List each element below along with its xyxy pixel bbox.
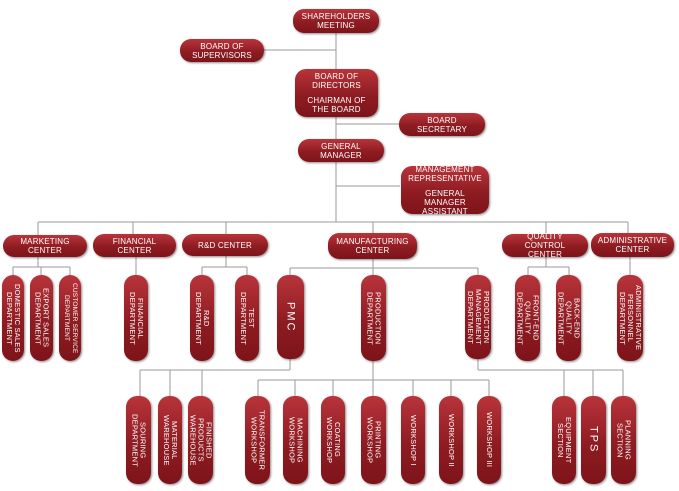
gm-assistant-label: GENERAL MANAGER ASSISTANT — [422, 188, 468, 216]
export-sales-department-label: EXPORT SALES DEPARTMENT — [33, 288, 51, 348]
planning-section-node: PLANNING SECTION — [611, 396, 636, 484]
material-warehouse-label: MATERIAL WAREHOUSE — [162, 414, 179, 466]
chairman-label: CHAIRMAN OF THE BOARD — [307, 96, 366, 114]
workshop-2-node: WORKSHOP II — [439, 396, 463, 484]
board-of-supervisors-node: BOARD OF SUPERVISORS — [180, 39, 264, 62]
rd-department-label: R&D DEPARTMENT — [194, 291, 211, 345]
production-management-department-label: PRODUCTION MANAGEMENT DEPARTMENT — [466, 289, 491, 345]
coating-workshop-node: COATING WORKSHOP — [321, 396, 345, 484]
finished-products-warehouse-label: FINISHED PRODUCTS WAREHOUSE — [188, 414, 214, 466]
workshop-3-node: WORKSHOP III — [477, 396, 501, 484]
administrative-personnel-department-label: ADMINISTRATIVE PERSONNEL DEPARTMENT — [618, 285, 643, 351]
machining-workshop-label: MACHINING WORKSHOP — [287, 416, 305, 464]
workshop-2-label: WORKSHOP II — [447, 413, 456, 467]
workshop-3-label: WORKSHOP III — [485, 412, 494, 468]
board-secretary-node: BOARD SECRETARY — [399, 113, 485, 136]
board-of-directors-label: BOARD OF DIRECTORS — [312, 72, 361, 90]
finished-products-warehouse-node: FINISHED PRODUCTS WAREHOUSE — [188, 396, 214, 484]
pmc-label: PMC — [284, 301, 297, 333]
financial-department-label: FINANCIAL DEPARTMENT — [128, 291, 145, 345]
domestic-sales-department-label: DOMESTIC SALES DEPARTMENT — [5, 283, 22, 353]
customer-service-department-label: CUSTOMER SERVICE DEPARTMENT — [63, 282, 78, 354]
workshop-1-label: WORKSHOP I — [409, 414, 418, 466]
rd-department-node: R&D DEPARTMENT — [190, 275, 214, 361]
general-manager-node: GENERAL MANAGER — [298, 139, 384, 162]
tps-node: TPS — [581, 396, 606, 484]
test-department-label: TEST DEPARTMENT — [239, 291, 256, 345]
management-representative-label: MANAGEMENT REPRESENTATIVE — [408, 164, 482, 183]
printing-workshop-label: PRINTING WORKSHOP — [365, 416, 383, 464]
tps-label: TPS — [587, 426, 600, 454]
production-department-node: PRODUCTION DEPARTMENT — [361, 275, 386, 361]
production-department-label: PRODUCTION DEPARTMENT — [365, 291, 383, 345]
back-end-quality-department-label: BACK-END QUALITY DEPARTMENT — [556, 291, 582, 345]
marketing-center-node: MARKETING CENTER — [3, 235, 87, 257]
shareholders-meeting-node: SHAREHOLDERS MEETING — [293, 9, 379, 33]
board-of-directors-node: BOARD OF DIRECTORS CHAIRMAN OF THE BOARD — [295, 69, 378, 117]
administrative-personnel-department-node: ADMINISTRATIVE PERSONNEL DEPARTMENT — [617, 275, 643, 361]
manufacturing-center-node: MANUFACTURING CENTER — [328, 233, 417, 259]
front-end-quality-department-label: FRONT-END QUALITY DEPARTMENT — [515, 291, 541, 345]
printing-workshop-node: PRINTING WORKSHOP — [361, 396, 386, 484]
souring-department-node: SOURING DEPARTMENT — [126, 396, 151, 484]
equipment-section-node: EQUIPMENT SECTION — [552, 396, 576, 484]
financial-department-node: FINANCIAL DEPARTMENT — [124, 275, 148, 361]
financial-center-node: FINANCIAL CENTER — [93, 234, 176, 257]
management-representative-node: MANAGEMENT REPRESENTATIVE GENERAL MANAGE… — [401, 164, 489, 216]
workshop-1-node: WORKSHOP I — [401, 396, 425, 484]
front-end-quality-department-node: FRONT-END QUALITY DEPARTMENT — [515, 275, 541, 361]
material-warehouse-node: MATERIAL WAREHOUSE — [158, 396, 182, 484]
customer-service-department-node: CUSTOMER SERVICE DEPARTMENT — [59, 275, 81, 361]
domestic-sales-department-node: DOMESTIC SALES DEPARTMENT — [2, 275, 24, 361]
equipment-section-label: EQUIPMENT SECTION — [556, 416, 573, 464]
transformer-workshop-node: TRANSFORMER WORKSHOP — [245, 396, 270, 484]
quality-control-center-node: QUALITY CONTROL CENTER — [502, 232, 588, 259]
pmc-node: PMC — [277, 275, 304, 359]
machining-workshop-node: MACHINING WORKSHOP — [283, 396, 308, 484]
coating-workshop-label: COATING WORKSHOP — [325, 416, 342, 464]
production-management-department-node: PRODUCTION MANAGEMENT DEPARTMENT — [465, 275, 491, 359]
planning-section-label: PLANNING SECTION — [615, 420, 633, 460]
administrative-center-node: ADMINISTRATIVE CENTER — [591, 233, 674, 257]
back-end-quality-department-node: BACK-END QUALITY DEPARTMENT — [556, 275, 582, 361]
export-sales-department-node: EXPORT SALES DEPARTMENT — [30, 275, 53, 361]
souring-department-label: SOURING DEPARTMENT — [130, 413, 148, 467]
test-department-node: TEST DEPARTMENT — [235, 275, 259, 361]
transformer-workshop-label: TRANSFORMER WORKSHOP — [249, 409, 267, 471]
rd-center-node: R&D CENTER — [182, 234, 268, 256]
